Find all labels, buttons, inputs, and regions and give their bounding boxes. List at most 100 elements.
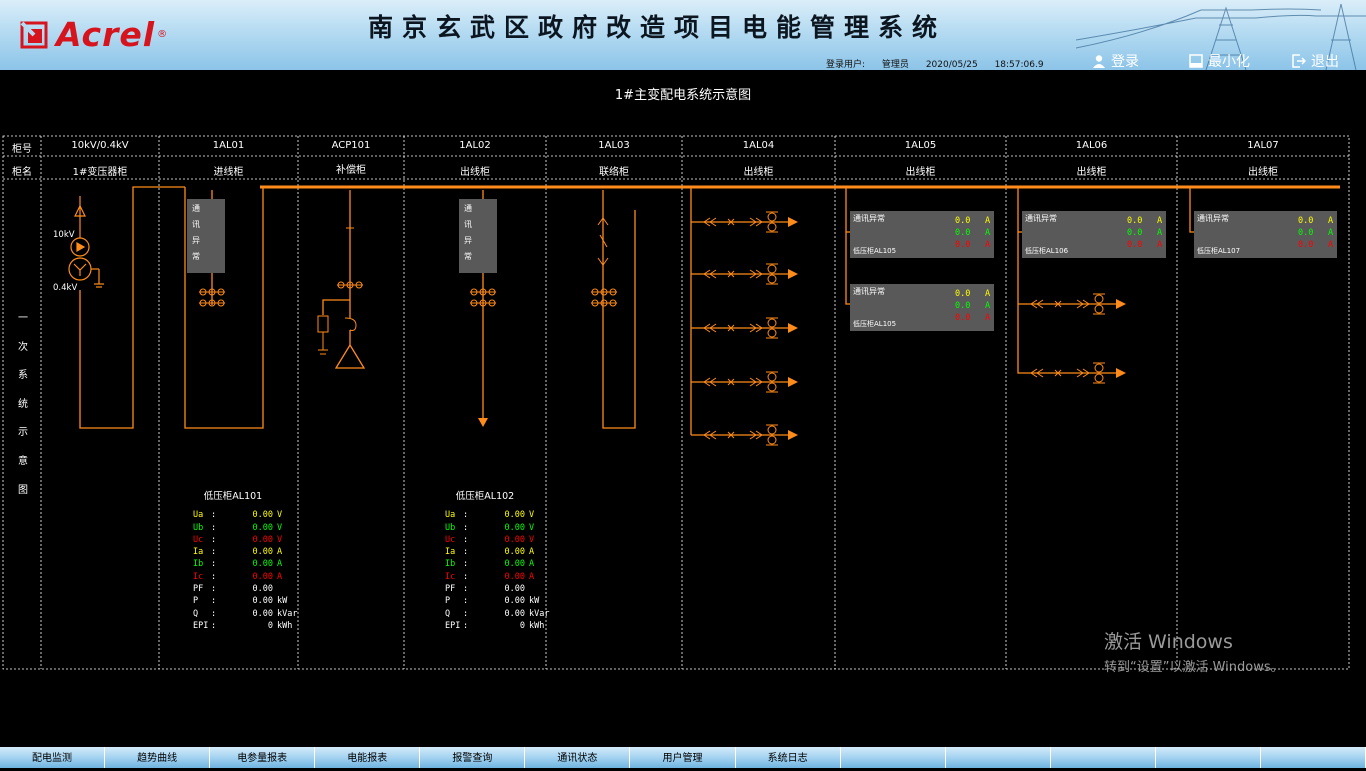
- panel-status: 通讯异常: [853, 287, 885, 296]
- meter-unit: A: [277, 559, 283, 570]
- meter-label: EPI: [445, 620, 461, 631]
- panel-value-b: 0.0: [955, 301, 971, 311]
- login-button[interactable]: 登录: [1092, 52, 1139, 70]
- meter-title: 低压柜AL101: [203, 491, 263, 502]
- cabinet-no-ACP101: ACP101: [331, 140, 371, 151]
- meter-unit: [525, 583, 529, 595]
- feeder-panel-AL106[interactable]: 通讯异常 0.0 A 0.0 A 0.0 A 低压柜AL106: [1022, 211, 1166, 258]
- meter-value: 0.00: [252, 596, 273, 607]
- meter-label: Ic: [193, 571, 204, 582]
- nav-tab-empty[interactable]: [1260, 747, 1366, 768]
- panel-value-c: 0.0: [1127, 240, 1143, 250]
- panel-name: 低压柜AL105: [853, 320, 897, 328]
- meter-colon: :: [463, 608, 469, 619]
- panel-unit-a: A: [1157, 216, 1163, 226]
- meter-row: PF:0.00: [193, 583, 297, 595]
- cabinet-no-1AL05: 1AL05: [904, 140, 937, 151]
- system-title: 南京玄武区政府改造项目电能管理系统: [368, 13, 947, 42]
- nav-tab-empty[interactable]: [1050, 747, 1156, 768]
- nav-tab-system-log[interactable]: 系统日志: [735, 747, 841, 768]
- meter-value: 0.00: [504, 534, 525, 545]
- meter-colon: :: [211, 584, 217, 595]
- meter-label: Uc: [445, 534, 456, 545]
- minimize-button[interactable]: 最小化: [1189, 52, 1250, 70]
- breaker-1AL01[interactable]: 通 讯 异 常: [187, 199, 225, 273]
- acrel-logo: Acrel ®: [20, 14, 167, 54]
- nav-tab-distribution-monitor[interactable]: 配电监测: [0, 747, 106, 768]
- transformer-hv-label: 10kV: [53, 230, 75, 240]
- meter-colon: :: [463, 559, 469, 570]
- meter-unit: kWh: [529, 620, 545, 631]
- nav-tab-parameter-report[interactable]: 电参量报表: [210, 747, 316, 768]
- ct-groups: [199, 217, 618, 369]
- cabinet-name-1AL07: 出线柜: [1248, 167, 1278, 178]
- meter-unit: A: [529, 547, 535, 558]
- feeder-breaker-symbols: [703, 211, 1106, 446]
- meter-unit: V: [277, 522, 283, 533]
- nav-tab-empty[interactable]: [945, 747, 1051, 768]
- panel-unit-a: A: [1328, 216, 1334, 226]
- panel-status: 通讯异常: [853, 214, 885, 223]
- table-grid: [2, 135, 1350, 670]
- bottom-nav: 配电监测 趋势曲线 电参量报表 电能报表 报警查询 通讯状态 用户管理 系统日志: [0, 747, 1366, 768]
- panel-value-c: 0.0: [1298, 240, 1314, 250]
- meter-colon: :: [211, 547, 217, 558]
- nav-tab-energy-report[interactable]: 电能报表: [315, 747, 421, 768]
- panel-value-a: 0.0: [955, 216, 971, 226]
- meter-label: Q: [445, 608, 451, 619]
- login-info: 登录用户: 管理员 2020/05/25 18:57:06.9: [826, 57, 1058, 70]
- nav-tab-alarm-query[interactable]: 报警查询: [420, 747, 526, 768]
- feeder-panel-AL107[interactable]: 通讯异常 0.0 A 0.0 A 0.0 A 低压柜AL107: [1194, 211, 1337, 258]
- side-label: 一 次 系 统 示 意 图: [16, 305, 30, 505]
- panel-value-c: 0.0: [955, 240, 971, 250]
- feeder-panel-AL105-a[interactable]: 通讯异常 0.0 A 0.0 A 0.0 A 低压柜AL105: [850, 211, 994, 258]
- panel-unit-c: A: [1328, 240, 1334, 250]
- panel-value-b: 0.0: [955, 228, 971, 238]
- meter-unit: A: [529, 559, 535, 570]
- meter-unit: A: [277, 547, 283, 558]
- cabinet-name-ACP101: 补偿柜: [336, 165, 366, 176]
- meter-colon: :: [211, 571, 217, 582]
- side-label-char: 统: [18, 398, 28, 410]
- nav-tab-empty[interactable]: [840, 747, 946, 768]
- meter-label: EPI: [193, 620, 209, 631]
- nav-tab-comm-status[interactable]: 通讯状态: [525, 747, 631, 768]
- meter-value: 0.00: [252, 559, 273, 570]
- user-icon: [1093, 55, 1105, 68]
- exit-button-label: 退出: [1311, 54, 1339, 70]
- meter-label: Ic: [445, 571, 456, 582]
- breaker-1AL02[interactable]: 通 讯 异 常: [459, 199, 497, 273]
- meter-value: 0: [519, 620, 525, 631]
- panel-unit-b: A: [985, 301, 991, 311]
- status-char: 异: [192, 236, 200, 245]
- panel-name: 低压柜AL107: [1197, 247, 1241, 255]
- meter-label: Ib: [445, 559, 456, 570]
- nav-tab-user-management[interactable]: 用户管理: [630, 747, 736, 768]
- panel-value-b: 0.0: [1298, 228, 1314, 238]
- status-char: 常: [464, 252, 472, 261]
- meter-label: Ub: [193, 522, 204, 533]
- cabinet-name-1AL02: 出线柜: [460, 167, 490, 178]
- meter-label: Q: [193, 608, 199, 619]
- meter-value: 0.00: [252, 534, 273, 545]
- meter-colon: :: [463, 620, 469, 631]
- exit-button[interactable]: 退出: [1292, 52, 1339, 70]
- panel-unit-c: A: [1157, 240, 1163, 250]
- meter-label: Uc: [193, 534, 204, 545]
- nav-tab-empty[interactable]: [1155, 747, 1261, 768]
- panel-unit-b: A: [985, 228, 991, 238]
- nav-tab-trend-curve[interactable]: 趋势曲线: [105, 747, 211, 768]
- current-time: 18:57:06.9: [994, 60, 1044, 70]
- panel-value-b: 0.0: [1127, 228, 1143, 238]
- meter-colon: :: [211, 620, 217, 631]
- cabinet-no-1AL02: 1AL02: [459, 140, 491, 151]
- panel-unit-b: A: [1157, 228, 1163, 238]
- meter-value: 0.00: [252, 547, 273, 558]
- meter-colon: :: [211, 559, 217, 570]
- feeder-panel-AL105-b[interactable]: 通讯异常 0.0 A 0.0 A 0.0 A 低压柜AL105: [850, 284, 994, 331]
- meter-label: Ub: [445, 522, 456, 533]
- side-label-char: 意: [18, 455, 28, 467]
- brand-name: Acrel: [56, 14, 156, 54]
